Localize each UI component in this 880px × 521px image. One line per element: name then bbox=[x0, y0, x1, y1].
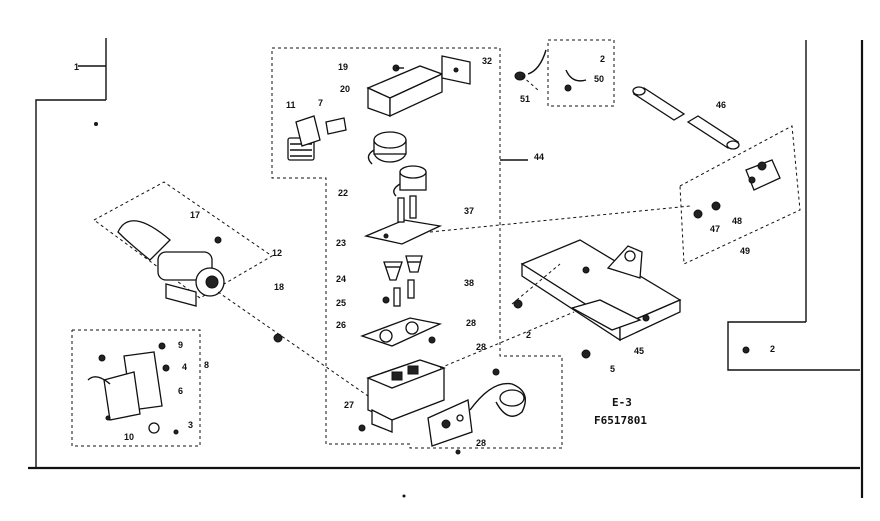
callout-4: 4 bbox=[182, 362, 187, 372]
wire-part-51 bbox=[514, 49, 547, 81]
valve-body bbox=[366, 359, 446, 433]
frame-lines bbox=[28, 38, 864, 498]
diagram-caption: E-3 F6517801 bbox=[594, 396, 647, 427]
callout-19: 19 bbox=[338, 62, 348, 72]
gasket-part-26 bbox=[360, 317, 443, 347]
valve-assembly-enclosure bbox=[271, 47, 563, 449]
caption-part-ref: F6517801 bbox=[594, 414, 647, 427]
callout-26: 26 bbox=[336, 320, 346, 330]
solenoid-part-11 bbox=[287, 115, 321, 161]
pins-25-38 bbox=[382, 279, 415, 307]
callout-46: 46 bbox=[716, 100, 726, 110]
callout-45: 45 bbox=[634, 346, 644, 356]
callout-9: 9 bbox=[178, 340, 183, 350]
callout-2-left: 2 bbox=[526, 330, 531, 340]
callout-24: 24 bbox=[336, 274, 346, 284]
callout-1: 1 bbox=[74, 62, 79, 72]
callout-49: 49 bbox=[740, 246, 750, 256]
callout-37: 37 bbox=[464, 206, 474, 216]
callout-18: 18 bbox=[274, 282, 284, 292]
igniter-assembly-49 bbox=[679, 125, 801, 265]
screws-central bbox=[358, 368, 500, 455]
callout-28-mid: 28 bbox=[476, 342, 486, 352]
callout-32: 32 bbox=[482, 56, 492, 66]
coil-part-upper bbox=[393, 165, 427, 197]
callout-28-bottom: 28 bbox=[476, 438, 486, 448]
callout-47: 47 bbox=[710, 224, 720, 234]
spring-cones-24-38 bbox=[383, 255, 423, 281]
stray-marks bbox=[94, 122, 406, 498]
callout-3: 3 bbox=[188, 420, 193, 430]
coil-part-22 bbox=[367, 131, 407, 165]
clip-part-7 bbox=[325, 117, 347, 135]
leader-lines bbox=[217, 75, 691, 397]
callout-labels: 1 19 32 20 11 7 22 37 23 24 38 25 26 28 … bbox=[74, 54, 775, 448]
callout-22: 22 bbox=[338, 188, 348, 198]
callout-23: 23 bbox=[336, 238, 346, 248]
callout-28-top: 28 bbox=[466, 318, 476, 328]
callout-5: 5 bbox=[610, 364, 615, 374]
callout-51: 51 bbox=[520, 94, 530, 104]
plate-part-23 bbox=[363, 195, 443, 245]
bracket-part-20 bbox=[366, 64, 444, 118]
callout-6: 6 bbox=[178, 386, 183, 396]
callout-2-top: 2 bbox=[600, 54, 605, 64]
callout-10: 10 bbox=[124, 432, 134, 442]
callout-7: 7 bbox=[318, 98, 323, 108]
tube-part-46 bbox=[632, 86, 740, 150]
callout-48: 48 bbox=[732, 216, 742, 226]
callout-12: 12 bbox=[272, 248, 282, 258]
callout-44: 44 bbox=[534, 152, 544, 162]
part-50-enclosure bbox=[547, 39, 615, 107]
callout-27: 27 bbox=[344, 400, 354, 410]
callout-8: 8 bbox=[204, 360, 209, 370]
plate-part-32 bbox=[441, 55, 471, 85]
burner-assembly-12 bbox=[93, 181, 283, 343]
callout-50: 50 bbox=[594, 74, 604, 84]
igniter-box-8 bbox=[71, 329, 201, 447]
callout-20: 20 bbox=[340, 84, 350, 94]
callout-11: 11 bbox=[286, 100, 296, 110]
callout-38: 38 bbox=[464, 278, 474, 288]
callout-2-right: 2 bbox=[770, 344, 775, 354]
callout-17: 17 bbox=[190, 210, 200, 220]
caption-section: E-3 bbox=[612, 396, 632, 409]
bracket-part-28 bbox=[427, 382, 526, 447]
mounting-bracket-45 bbox=[520, 239, 682, 342]
callout-25: 25 bbox=[336, 298, 346, 308]
screws-bracket bbox=[513, 299, 750, 359]
